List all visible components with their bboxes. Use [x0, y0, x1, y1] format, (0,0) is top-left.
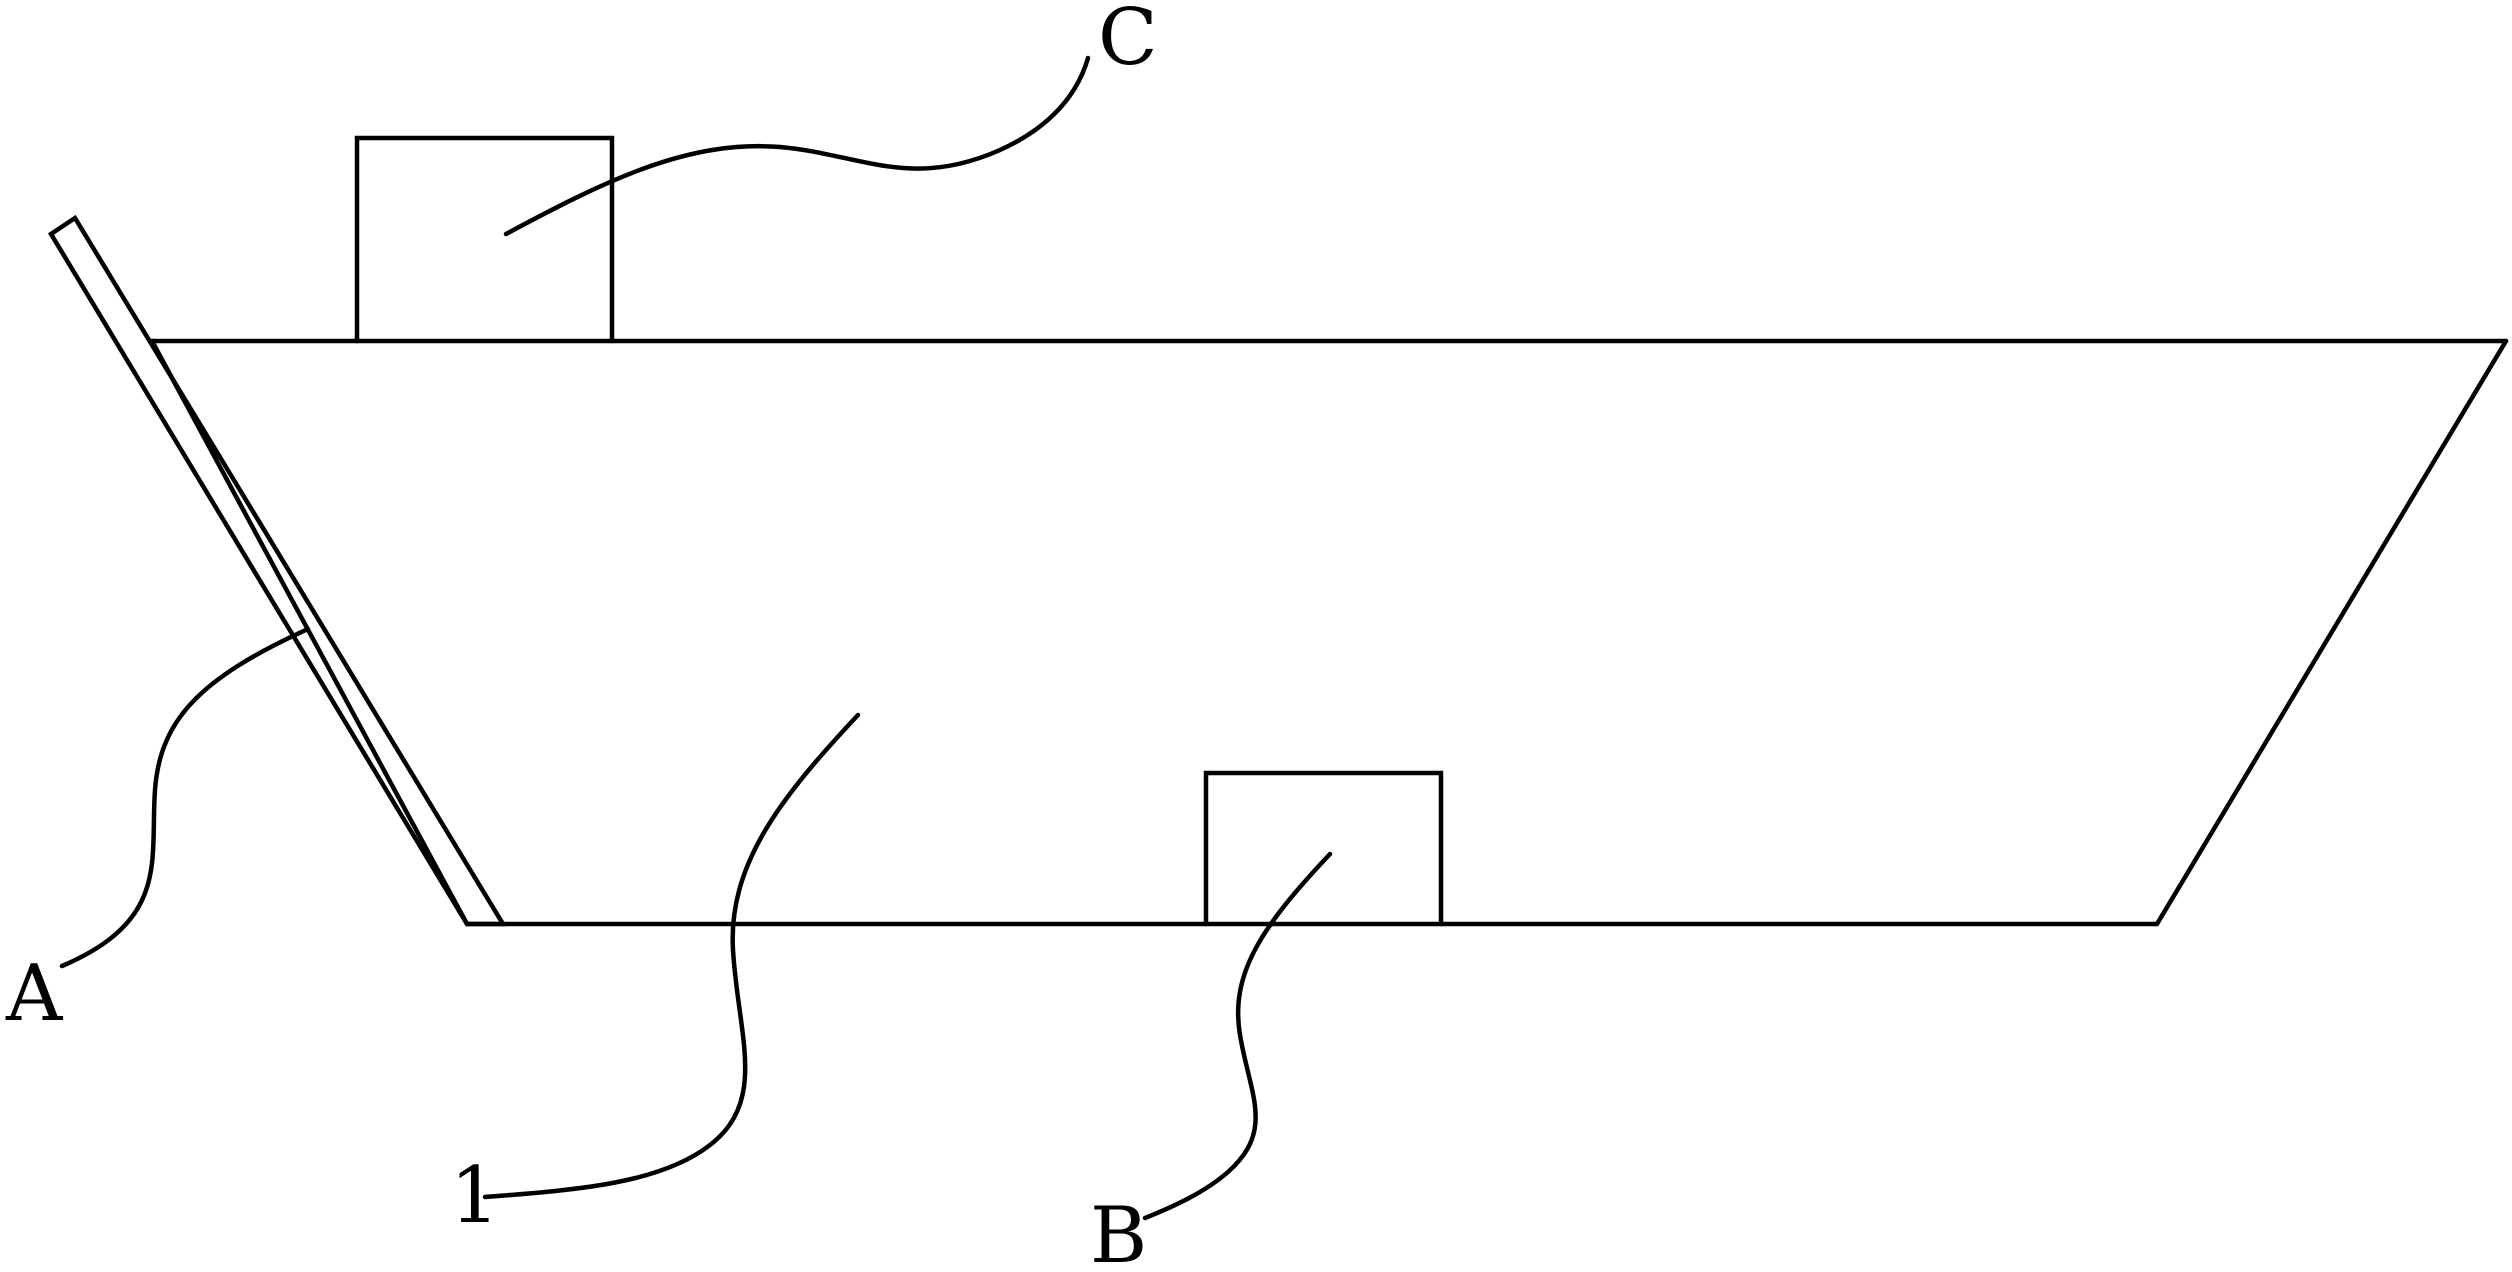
label-b: B [1090, 1191, 1147, 1272]
label-a: A [5, 949, 64, 1039]
leader-line-c [503, 55, 1091, 237]
tank-left-wall [149, 338, 470, 927]
bottom-box [1203, 770, 1444, 927]
leader-line-a [59, 626, 311, 969]
tank-body [149, 338, 2509, 927]
top-box [354, 135, 615, 344]
leader-line-main [482, 712, 861, 1200]
tank-right-wall [2154, 338, 2509, 927]
label-main: 1 [450, 1151, 500, 1241]
label-c: C [1098, 0, 1158, 83]
slanted-plate [47, 214, 507, 927]
leader-line-b [1142, 851, 1333, 1221]
